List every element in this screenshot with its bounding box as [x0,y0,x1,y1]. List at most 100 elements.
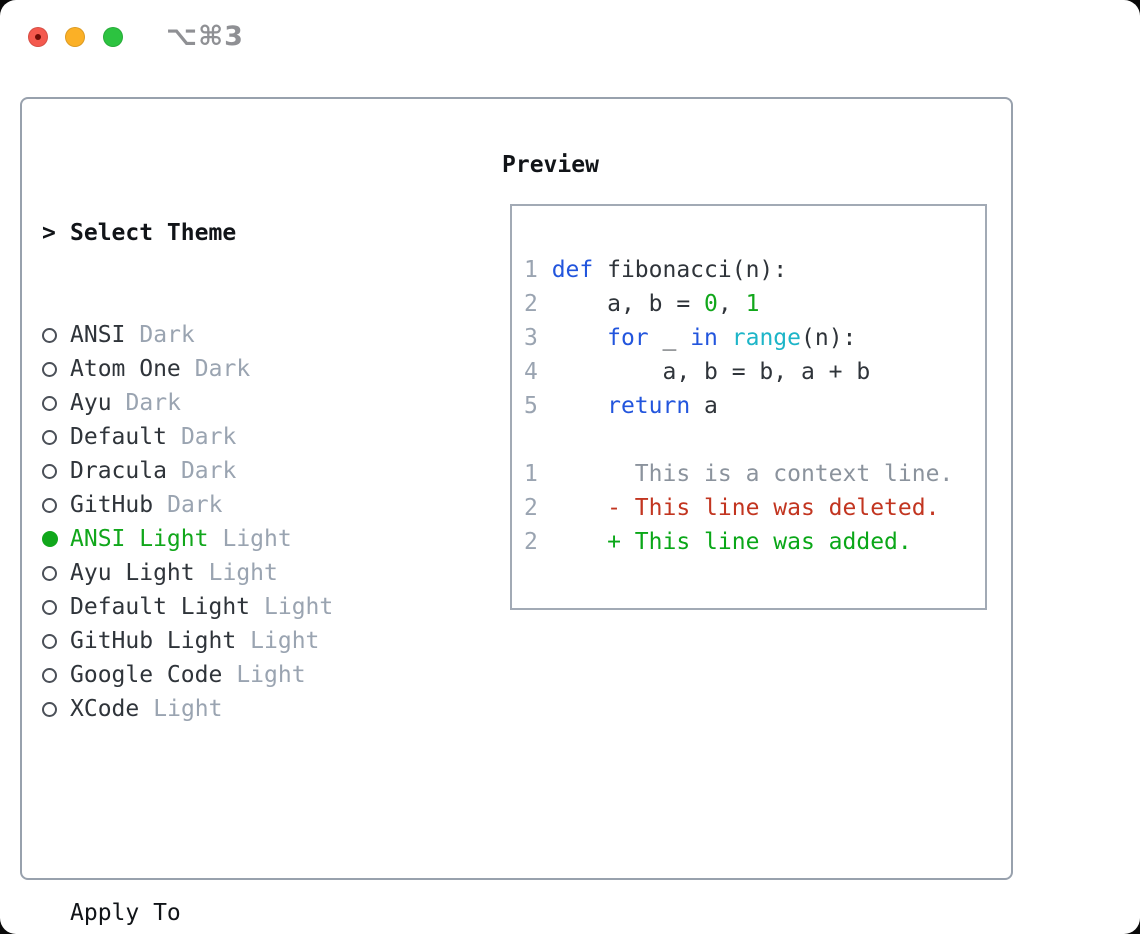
theme-list-title-row: > Select Theme [42,216,430,250]
code-segment [552,393,607,419]
theme-variant-label: Light [236,662,306,688]
line-number: 2 [524,291,552,317]
radio-icon [42,701,70,717]
line-number [524,427,552,453]
radio-dot-outline [42,565,57,581]
spacer [42,794,430,828]
line-number: 4 [524,359,552,385]
code-line: 2 a, b = 0, 1 [524,287,985,321]
option-label: Atom One [70,356,181,382]
line-number: 1 [524,257,552,283]
radio-dot-outline [42,599,57,615]
code-segment: in [690,325,718,351]
close-button[interactable] [28,27,48,47]
apply-to-title-row: Apply To [42,896,430,930]
code-segment: (n): [801,325,857,351]
radio-icon [42,497,70,513]
radio-icon [42,633,70,649]
code-segment: a, b = b, a + b [551,359,871,385]
code-segment: _ [648,325,691,351]
option-label: Default Light [70,594,251,620]
theme-list-title: Select Theme [70,220,237,246]
chevron-right-icon: > [42,220,56,246]
code-segment: def [551,257,594,283]
radio-dot-outline [42,633,57,649]
theme-variant-label: Light [153,696,223,722]
theme-option[interactable]: ANSI Dark [42,318,430,352]
radio-icon [42,463,70,479]
option-label: ANSI [70,322,126,348]
radio-icon [42,327,70,343]
line-number: 1 [524,461,552,487]
theme-variant-label: Dark [125,390,181,416]
radio-dot-outline [42,395,57,411]
title-bar: ⌥⌘3 [0,0,1140,75]
code-line: 1 This is a context line. [524,457,985,491]
theme-option[interactable]: Atom One Dark [42,352,430,386]
option-label: XCode [70,696,140,722]
zoom-button[interactable] [103,27,123,47]
code-segment: a [690,393,718,419]
theme-variant-label: Dark [139,322,195,348]
code-segment: This is a context line. [551,461,954,487]
code-segment [718,325,732,351]
code-segment: , [717,291,746,317]
radio-icon [42,361,70,377]
window-shortcut-label: ⌥⌘3 [166,21,244,52]
code-segment: range [731,325,801,351]
line-number: 2 [524,495,552,521]
option-label: Dracula [70,458,167,484]
line-number: 3 [524,325,552,351]
code-line [524,423,985,457]
minimize-button[interactable] [65,27,85,47]
radio-icon [42,565,70,581]
code-segment: - This line was deleted. [551,495,940,521]
theme-option[interactable]: GitHub Light Light [42,624,430,658]
code-line: 4 a, b = b, a + b [524,355,985,389]
code-line: 2 - This line was deleted. [524,491,985,525]
theme-option[interactable]: XCode Light [42,692,430,726]
radio-icon [42,599,70,615]
line-number: 2 [524,529,552,555]
option-label: GitHub Light [70,628,237,654]
code-segment [552,325,607,351]
cursor-marker: > [42,216,70,250]
option-label: Ayu Light [70,560,195,586]
radio-dot-filled [42,531,58,547]
radio-icon [42,429,70,445]
code-segment: 1 [745,291,760,317]
radio-selected-icon [42,531,70,547]
radio-dot-outline [42,361,57,377]
radio-dot-outline [42,463,57,479]
theme-variant-label: Dark [167,492,223,518]
preview-title: Preview [502,152,599,178]
apply-to-title: Apply To [70,900,181,926]
code-segment: a, b = [551,291,705,317]
radio-dot-outline [42,667,57,683]
radio-icon [42,667,70,683]
theme-variant-label: Dark [194,356,251,382]
radio-dot-outline [42,327,57,343]
line-number: 5 [524,393,552,419]
radio-dot-outline [42,429,57,445]
radio-dot-outline [42,497,57,513]
theme-variant-label: Light [250,628,320,654]
code-line: 1 def fibonacci(n): [524,253,985,287]
code-segment: + This line was added. [551,529,912,555]
radio-dot-outline [42,701,57,717]
code-line: 5 return a [524,389,985,423]
theme-variant-label: Dark [180,424,237,450]
option-label: ANSI Light [70,526,209,552]
